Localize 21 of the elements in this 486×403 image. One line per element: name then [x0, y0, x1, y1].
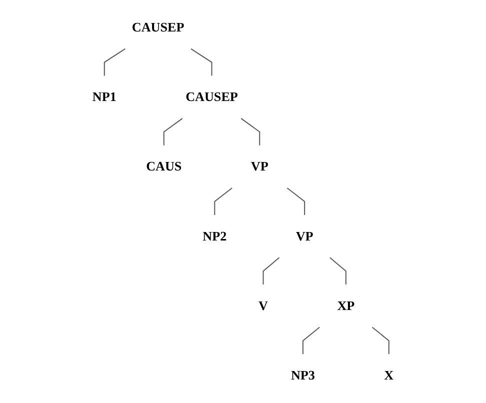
- node-text: VP: [250, 159, 268, 174]
- connector: [329, 257, 346, 286]
- node-text: CAUSEP: [186, 90, 238, 104]
- connector: [240, 118, 260, 146]
- connector: [372, 326, 390, 355]
- connector: [286, 188, 306, 216]
- connector: [190, 48, 212, 76]
- node-text: NP2: [202, 228, 227, 244]
- connector: [262, 257, 280, 286]
- connector: [104, 48, 126, 76]
- connector: [302, 326, 320, 355]
- node-text: CAUS: [146, 159, 182, 174]
- connector: [163, 118, 183, 146]
- node-text: NP3: [290, 368, 315, 383]
- node-text: CAUSEP: [132, 20, 184, 35]
- node-text: NP1: [92, 90, 116, 104]
- connector: [214, 188, 233, 216]
- node-text: VP: [296, 228, 314, 244]
- node-text: V: [258, 298, 268, 314]
- node-text: X: [384, 368, 394, 383]
- node-text: XP: [337, 298, 355, 314]
